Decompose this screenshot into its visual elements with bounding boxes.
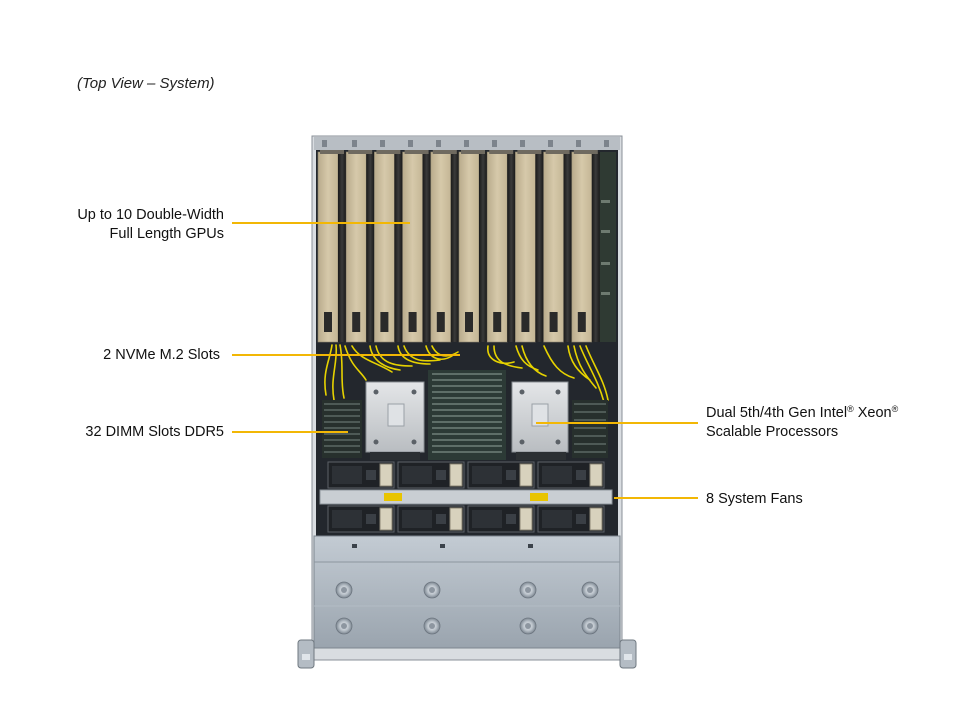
lid-screw bbox=[519, 581, 537, 599]
system-fan bbox=[327, 505, 395, 533]
gpu-card bbox=[430, 150, 459, 343]
system-fan bbox=[327, 461, 395, 489]
callout-dimm-line bbox=[232, 431, 348, 433]
callout-dimm-label: 32 DIMM Slots DDR5 bbox=[85, 424, 224, 440]
gpu-card bbox=[317, 150, 346, 343]
callout-cpu-label: Dual 5th/4th Gen Intel® Xeon® Scalable P… bbox=[706, 404, 946, 442]
system-fans bbox=[319, 461, 613, 533]
callout-fans-line bbox=[614, 497, 698, 499]
gpu-card bbox=[571, 150, 600, 343]
gpu-card bbox=[515, 150, 544, 343]
view-caption: (Top View – System) bbox=[77, 75, 215, 92]
system-fan bbox=[397, 461, 465, 489]
lid-screw bbox=[335, 617, 353, 635]
cpu-heatsinks bbox=[365, 381, 569, 460]
callout-fans-label: 8 System Fans bbox=[706, 491, 803, 507]
gpu-card bbox=[374, 150, 403, 343]
registered-mark: ® bbox=[847, 404, 854, 414]
callout-cpu-text-b: Xeon bbox=[853, 405, 892, 421]
callout-cpu-text-a: Dual 5th/4th Gen Intel bbox=[706, 405, 848, 421]
dimm-slots bbox=[322, 370, 608, 460]
callout-nvme-label: 2 NVMe M.2 Slots bbox=[103, 347, 220, 363]
lid-screw bbox=[581, 581, 599, 599]
system-fan bbox=[537, 461, 605, 489]
lid-screw bbox=[335, 581, 353, 599]
gpu-card bbox=[486, 150, 516, 343]
callout-gpus-line bbox=[232, 222, 410, 224]
chassis-lid bbox=[297, 535, 637, 669]
gpu-card bbox=[402, 150, 431, 343]
lid-screw bbox=[423, 617, 441, 635]
callout-cpu-line2: Scalable Processors bbox=[706, 424, 839, 440]
gpu-card bbox=[458, 150, 487, 343]
system-fan bbox=[467, 505, 535, 533]
gpu-card bbox=[345, 150, 375, 343]
system-fan bbox=[537, 505, 605, 533]
callout-cpu-line bbox=[536, 422, 698, 424]
gpu-cards bbox=[317, 150, 600, 343]
callout-nvme-line bbox=[232, 354, 460, 356]
cable-bundles bbox=[324, 344, 609, 403]
system-fan bbox=[467, 461, 535, 489]
system-fan bbox=[397, 505, 465, 533]
callout-gpus-label: Up to 10 Double-Width Full Length GPUs bbox=[40, 206, 224, 244]
registered-mark-2: ® bbox=[891, 404, 899, 414]
callout-gpus-line1: Up to 10 Double-Width bbox=[77, 207, 224, 223]
lid-screw bbox=[519, 617, 537, 635]
lid-screw bbox=[581, 617, 599, 635]
gpu-card bbox=[543, 150, 572, 343]
callout-cpu-line1: Dual 5th/4th Gen Intel® Xeon® bbox=[706, 404, 946, 423]
callout-gpus-line2: Full Length GPUs bbox=[109, 226, 224, 242]
lid-screw bbox=[423, 581, 441, 599]
